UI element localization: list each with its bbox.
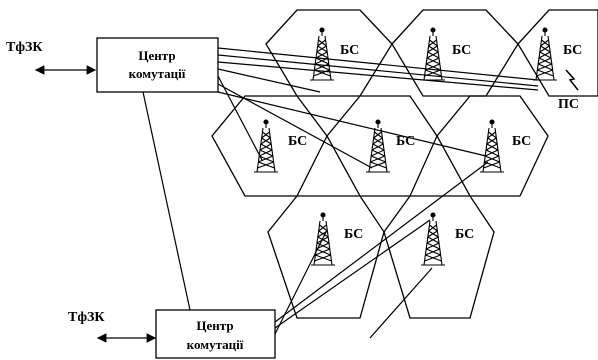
base-station-label: БС [340, 43, 359, 58]
base-station-label: БС [396, 134, 415, 149]
links-center-bottom [274, 161, 489, 339]
antenna-tower-icon [310, 27, 334, 81]
pstn-top-label: ТфЗК [6, 40, 43, 55]
antenna-tower-icon [421, 212, 445, 266]
base-station-label: БС [512, 134, 531, 149]
base-station-label: БС [344, 227, 363, 242]
cell-grid [211, 9, 598, 319]
pstn-bottom: ТфЗК [68, 310, 157, 343]
antenna-tower-icon [366, 119, 390, 173]
pstn-bottom-label: ТфЗК [68, 310, 105, 325]
antenna-tower-icon [254, 119, 278, 173]
switching-center-bottom-line1: Центр [196, 318, 233, 333]
switching-center-bottom: Центр комутації [155, 309, 276, 359]
antenna-tower-icon [533, 27, 557, 81]
switching-center-top-line2: комутації [129, 66, 186, 81]
antenna-tower-icon [421, 27, 445, 81]
cell-top-1 [265, 9, 393, 97]
base-station-label: БС [563, 43, 582, 58]
base-station-label: БС [288, 134, 307, 149]
lightning-signal-icon [565, 69, 579, 91]
pstn-top: ТфЗК [6, 40, 97, 75]
base-station-label: БС [455, 227, 474, 242]
cell-mid-1 [211, 95, 328, 197]
mobile-station-label: ПС [558, 97, 579, 112]
switching-center-bottom-line2: комутації [187, 337, 244, 352]
cell-bottom-2 [383, 195, 495, 319]
mobile-station: ПС [558, 69, 579, 112]
switching-center-top: Центр комутації [96, 37, 219, 93]
cell-top-3 [517, 9, 598, 97]
base-station-label: БС [452, 43, 471, 58]
cell-mid-2 [326, 95, 438, 197]
links-center-top [142, 47, 539, 311]
switching-center-top-line1: Центр [138, 48, 175, 63]
base-stations: БС БС БС БС БС БС БС БС [254, 27, 582, 266]
antenna-tower-icon [311, 212, 335, 266]
antenna-tower-icon [480, 119, 504, 173]
